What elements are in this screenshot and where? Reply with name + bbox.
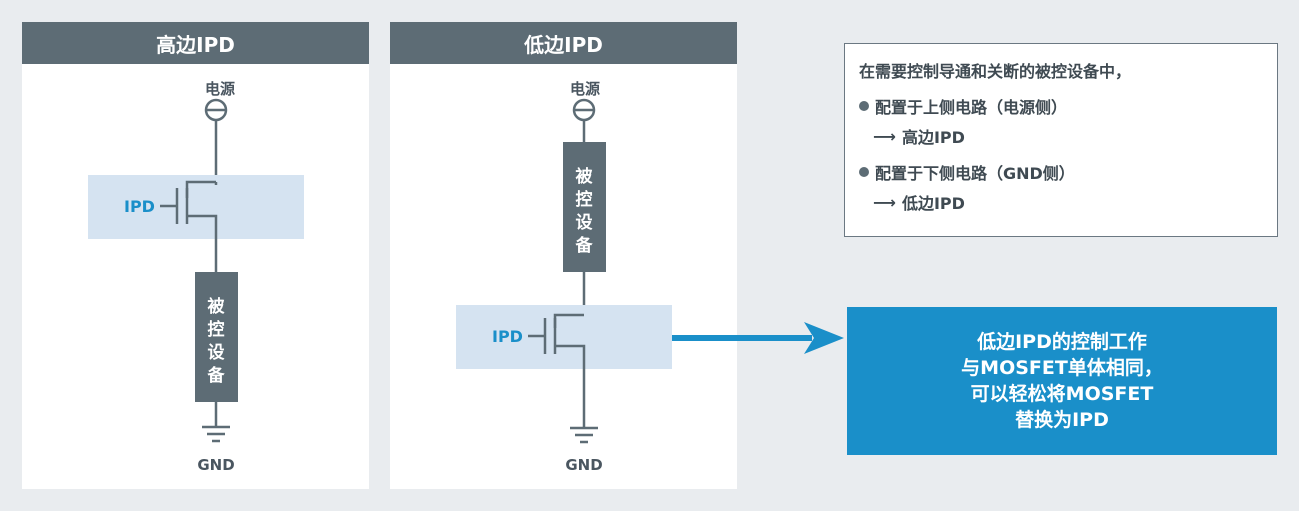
power-label: 电源 — [570, 80, 600, 98]
ground-icon — [202, 425, 230, 443]
device-char: 控 — [208, 319, 225, 340]
right-arrow-icon: ⟶ — [873, 192, 896, 212]
result-text: 低边IPD — [901, 194, 965, 213]
bullet-text: 配置于上侧电路（电源侧） — [875, 98, 1068, 117]
mosfet-icon — [160, 180, 218, 292]
result-text: 高边IPD — [901, 128, 965, 147]
bullet-low-side: 配置于下侧电路（GND侧） — [859, 160, 1263, 184]
ground-icon — [570, 426, 598, 444]
pointer-arrow-icon — [672, 322, 844, 354]
bullet-text: 配置于下侧电路（GND侧） — [875, 164, 1075, 183]
device-char: 设 — [576, 213, 593, 233]
callout-line: 可以轻松将MOSFET — [970, 383, 1154, 405]
low-side-circuit: 电源 被 控 设 备 IPD GND — [456, 80, 672, 474]
explanation-box: 在需要控制导通和关断的被控设备中， 配置于上侧电路（电源侧） ⟶ 高边IPD 配… — [844, 43, 1278, 237]
conclusion-callout: 低边IPD的控制工作 与MOSFET单体相同， 可以轻松将MOSFET 替换为I… — [847, 307, 1277, 455]
ipd-label: IPD — [124, 197, 155, 216]
low-side-panel: 低边IPD 电源 被 控 设 备 IPD GND — [390, 22, 737, 489]
device-char: 控 — [576, 189, 593, 210]
result-high-side: ⟶ 高边IPD — [873, 124, 1263, 148]
gnd-label: GND — [565, 456, 602, 474]
low-side-title: 低边IPD — [390, 22, 737, 64]
right-arrow-icon: ⟶ — [873, 126, 896, 146]
ipd-highlight — [88, 175, 304, 239]
power-label: 电源 — [205, 80, 235, 98]
bullet-dot-icon — [859, 167, 869, 177]
explanation-intro: 在需要控制导通和关断的被控设备中， — [859, 62, 1132, 81]
callout-line: 低边IPD的控制工作 — [977, 331, 1147, 353]
device-char: 备 — [575, 235, 594, 256]
result-low-side: ⟶ 低边IPD — [873, 190, 1263, 214]
device-char: 被 — [208, 296, 225, 317]
bullet-dot-icon — [859, 101, 869, 111]
callout-line: 与MOSFET单体相同， — [961, 357, 1163, 379]
mosfet-icon — [528, 313, 586, 428]
callout-line: 替换为IPD — [1015, 409, 1109, 431]
gnd-label: GND — [197, 456, 234, 474]
device-char: 被 — [576, 166, 593, 187]
high-side-panel: 高边IPD 电源 IPD 被 控 设 备 GND — [22, 22, 369, 489]
ipd-label: IPD — [492, 327, 523, 346]
device-char: 备 — [207, 365, 226, 386]
high-side-title: 高边IPD — [22, 22, 369, 64]
controlled-device — [563, 142, 606, 272]
controlled-device — [195, 272, 238, 402]
device-char: 设 — [208, 343, 225, 363]
high-side-circuit: 电源 IPD 被 控 设 备 GND — [88, 80, 304, 474]
bullet-high-side: 配置于上侧电路（电源侧） — [859, 94, 1263, 118]
